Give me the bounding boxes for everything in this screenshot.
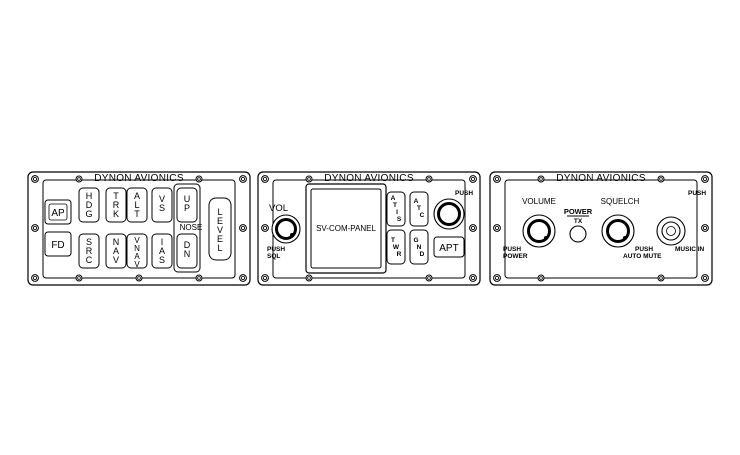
vol-label: VOL xyxy=(269,203,288,214)
push-sql-label-1: PUSH xyxy=(267,246,285,253)
nose-trim-group xyxy=(173,183,201,273)
apt-button[interactable]: APT xyxy=(433,236,465,258)
nose-label: NOSE xyxy=(180,223,203,232)
squelch-knob[interactable] xyxy=(601,214,635,248)
fd-button[interactable]: FD xyxy=(44,231,72,257)
autopilot-screws xyxy=(31,175,247,282)
screw xyxy=(31,224,39,232)
power-tx-indicator-light xyxy=(569,225,587,243)
screen-text: SV-COM-PANEL xyxy=(316,224,376,233)
push-sql-label-2: SQL xyxy=(267,253,280,260)
audio-panel-face xyxy=(504,179,698,279)
audio-panel-frame xyxy=(489,171,713,286)
apt-button-label: APT xyxy=(439,243,458,254)
frequency-knob[interactable] xyxy=(433,198,465,230)
screw xyxy=(31,274,39,282)
volume-knob[interactable] xyxy=(522,214,556,248)
audio-push-label: PUSH xyxy=(688,190,706,197)
volume-label: VOLUME xyxy=(522,197,556,206)
ap-button[interactable]: AP xyxy=(44,199,72,225)
music-in-jack[interactable] xyxy=(656,216,686,246)
screw xyxy=(239,224,247,232)
screw xyxy=(239,175,247,183)
push-automute-label-2: AUTO MUTE xyxy=(623,253,662,260)
screw xyxy=(239,274,247,282)
push-power-label-1: PUSH xyxy=(503,246,521,253)
music-in-label: MUSIC IN xyxy=(675,246,705,253)
com-screws xyxy=(261,175,477,282)
push-power-label-2: POWER xyxy=(503,253,528,260)
ap-button-label: AP xyxy=(51,208,65,219)
push-label: PUSH xyxy=(455,190,473,197)
com-brand: DYNON AVIONICS xyxy=(324,173,414,184)
audio-panel: DYNON AVIONICS PUSH VOLUME PUSH POWER PO… xyxy=(489,171,713,286)
vol-knob[interactable] xyxy=(271,214,301,244)
fd-button-label: FD xyxy=(51,240,64,251)
com-panel: DYNON AVIONICS VOL PUSH SQL SV-COM-PANEL… xyxy=(257,171,481,286)
autopilot-brand: DYNON AVIONICS xyxy=(94,173,184,184)
audio-screws xyxy=(493,175,709,282)
audio-brand: DYNON AVIONICS xyxy=(556,173,646,184)
push-automute-label-1: PUSH xyxy=(635,246,653,253)
com-display: SV-COM-PANEL xyxy=(305,183,387,274)
power-label: POWER xyxy=(564,207,593,216)
squelch-label: SQUELCH xyxy=(601,197,640,206)
tx-label: TX xyxy=(574,218,583,225)
screw xyxy=(31,175,39,183)
